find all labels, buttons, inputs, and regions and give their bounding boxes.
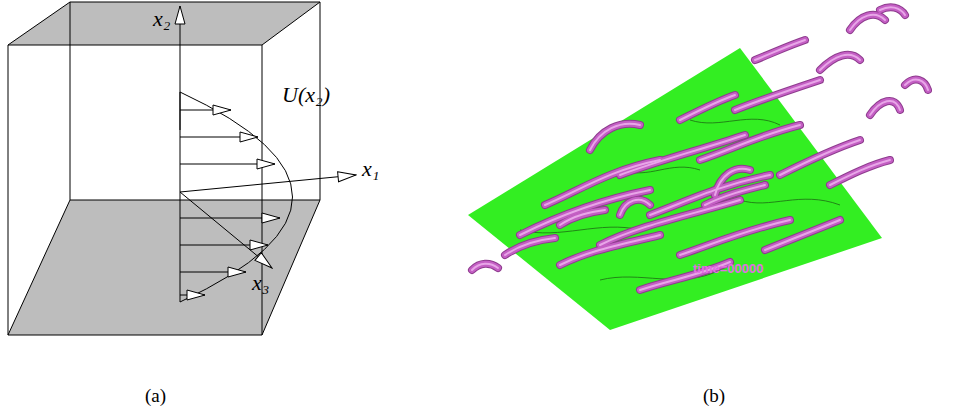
axis-label: x₁ (362, 158, 379, 180)
axis-label: x₃ (252, 272, 269, 294)
time-stamp: time=00000 (693, 262, 763, 275)
axis-label: x₂ (153, 8, 170, 30)
panel-label: (a) (145, 386, 166, 405)
wall-plate (468, 48, 882, 330)
profile-label: U(x₂) (282, 84, 330, 106)
channel-box (8, 2, 320, 335)
panel-label: (b) (703, 386, 725, 405)
velocity-profile (180, 6, 356, 302)
vortex-tubes (472, 7, 928, 290)
